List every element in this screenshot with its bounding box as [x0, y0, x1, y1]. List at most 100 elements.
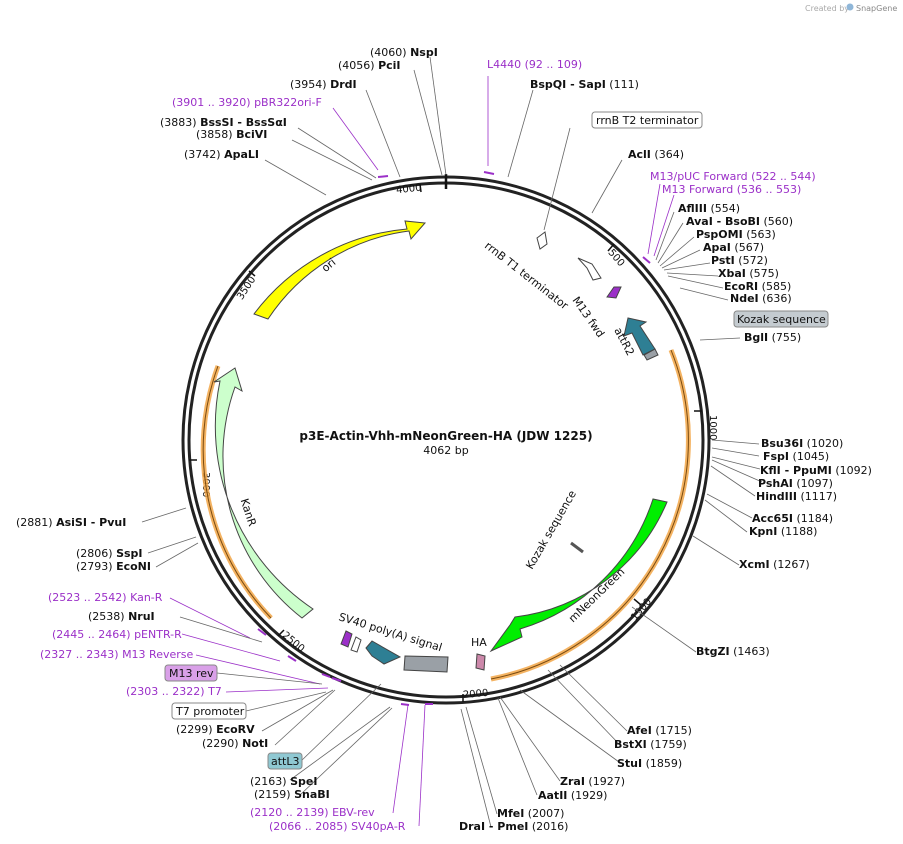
site-label-noti: (2290) NotI: [202, 737, 268, 750]
mNeonGreen-feature-arrow: [489, 498, 668, 653]
orange-region-left-center: [202, 365, 272, 619]
site-position: (1267): [773, 558, 810, 571]
site-label-aatii: AatII (1929): [538, 789, 607, 802]
site-name: EcoRI: [724, 280, 758, 293]
site-position: (572): [738, 254, 768, 267]
site-label-pcii: (4056) PciI: [338, 59, 401, 72]
site-label-avai: AvaI - BsoBI (560): [686, 215, 793, 228]
site-name: KflI: [760, 464, 781, 477]
site-name: PshAI: [758, 477, 793, 490]
site-label-m13-forward: M13 Forward (536 .. 553): [662, 183, 801, 196]
site-label-acc65i: Acc65I (1184): [752, 512, 833, 525]
site-label-psti: PstI (572): [711, 254, 768, 267]
site-name: AsiSI: [56, 516, 87, 529]
site-position: (1715): [655, 724, 692, 737]
site-name: SpeI: [290, 775, 317, 788]
site-position: (1045): [793, 450, 830, 463]
site-label-l4440: L4440 (92 .. 109): [487, 58, 582, 71]
site-label-sv40pa-r: (2066 .. 2085) SV40pA-R: [269, 820, 406, 833]
watermark-prefix: Created by: [805, 4, 849, 13]
site-labels: (4060) NspI(4056) PciI(3954) DrdI(3901 .…: [16, 46, 872, 833]
site-label-snabi: (2159) SnaBI: [254, 788, 330, 801]
ruler-tick-1500: [633, 598, 642, 606]
M13-reverse-mark: [321, 673, 331, 678]
mNeonGreen-label: mNeonGreen: [566, 565, 627, 625]
ruler-tick-500: [607, 243, 615, 252]
site-position: (2066 .. 2085): [269, 820, 348, 833]
site-label-pbr322ori-f: (3901 .. 3920) pBR322ori-F: [172, 96, 322, 109]
site-position: (1859): [646, 757, 683, 770]
site-label-bgli: BglI (755): [744, 331, 801, 344]
site-alt-name: - PpuMI: [781, 464, 832, 477]
site-position: (1927): [588, 775, 625, 788]
site-label-pspomi: PspOMI (563): [696, 228, 776, 241]
site-name: XcmI: [739, 558, 770, 571]
site-label-m13-reverse: (2327 .. 2343) M13 Reverse: [40, 648, 193, 661]
site-position: (2538): [88, 610, 125, 623]
site-name: EcoNI: [116, 560, 151, 573]
site-position: (2163): [250, 775, 287, 788]
attR2-arrow: [623, 317, 656, 356]
attR2-tail: [643, 348, 659, 361]
site-alt-name: - BssSαI: [234, 116, 287, 129]
Kan-R-mark: [257, 628, 267, 636]
M13-rev-arrow: [340, 630, 353, 648]
site-name: AfeI: [627, 724, 652, 737]
ruler-tick-4000: [419, 183, 422, 193]
site-name: BstXI: [614, 738, 647, 751]
kanR-feature-arrow: [213, 367, 314, 619]
site-position: (2290): [202, 737, 239, 750]
site-position: (2523 .. 2542): [48, 591, 127, 604]
site-position: (536 .. 553): [737, 183, 802, 196]
kozak-inner-label: Kozak sequence: [523, 488, 579, 572]
ruler-tick-3500: [248, 270, 256, 277]
site-name: M13 Forward: [662, 183, 733, 196]
leader-lines: [141, 56, 763, 828]
site-name: DraI: [459, 820, 485, 833]
site-position: (1188): [781, 525, 818, 538]
site-position: (1184): [796, 512, 833, 525]
site-label-bstxi: BstXI (1759): [614, 738, 687, 751]
site-position: (92 .. 109): [525, 58, 583, 71]
site-position: (560): [764, 215, 794, 228]
site-position: (111): [609, 78, 639, 91]
site-name: AflIII: [678, 202, 707, 215]
kozak-box-label: Kozak sequence: [737, 313, 826, 326]
site-label-kfli: KflI - PpuMI (1092): [760, 464, 872, 477]
site-position: (636): [762, 292, 792, 305]
orange-region-left: [200, 365, 273, 620]
site-label-mfei: MfeI (2007): [497, 807, 564, 820]
primer-marks: [257, 171, 651, 706]
attL3-arrow: [365, 640, 402, 665]
pENTR-R-mark: [287, 655, 297, 662]
site-label-drai: DraI - PmeI (2016): [459, 820, 568, 833]
site-position: (1759): [650, 738, 687, 751]
site-label-ebv-rev: (2120 .. 2139) EBV-rev: [250, 806, 375, 819]
plasmid-length: 4062 bp: [423, 444, 468, 457]
site-name: BspQI: [530, 78, 566, 91]
L4440-mark: [483, 171, 495, 175]
site-name: AclI: [628, 148, 651, 161]
site-label-pshai: PshAI (1097): [758, 477, 833, 490]
site-label-afei: AfeI (1715): [627, 724, 692, 737]
site-label-fspi: FspI (1045): [763, 450, 829, 463]
site-alt-name: - BsoBI: [713, 215, 760, 228]
HA-feature: [475, 653, 486, 671]
M13-fwd-label: M13 fwd: [570, 294, 607, 340]
attL3-box: [267, 752, 303, 770]
ori-feature-arrow: [253, 220, 427, 320]
kozak-box: [733, 310, 829, 328]
site-position: (2007): [528, 807, 565, 820]
rrnB-T2-box: [591, 111, 703, 129]
site-alt-name: - PmeI: [485, 820, 528, 833]
site-position: (3742): [184, 148, 221, 161]
site-label-nspi: (4060) NspI: [370, 46, 438, 59]
site-label-xcmi: XcmI (1267): [739, 558, 810, 571]
site-name: Acc65I: [752, 512, 793, 525]
site-name: EcoRV: [216, 723, 255, 736]
site-position: (2793): [76, 560, 113, 573]
site-name: BciVI: [236, 128, 267, 141]
backbone: [181, 174, 711, 705]
site-label-nrui: (2538) NruI: [88, 610, 155, 623]
